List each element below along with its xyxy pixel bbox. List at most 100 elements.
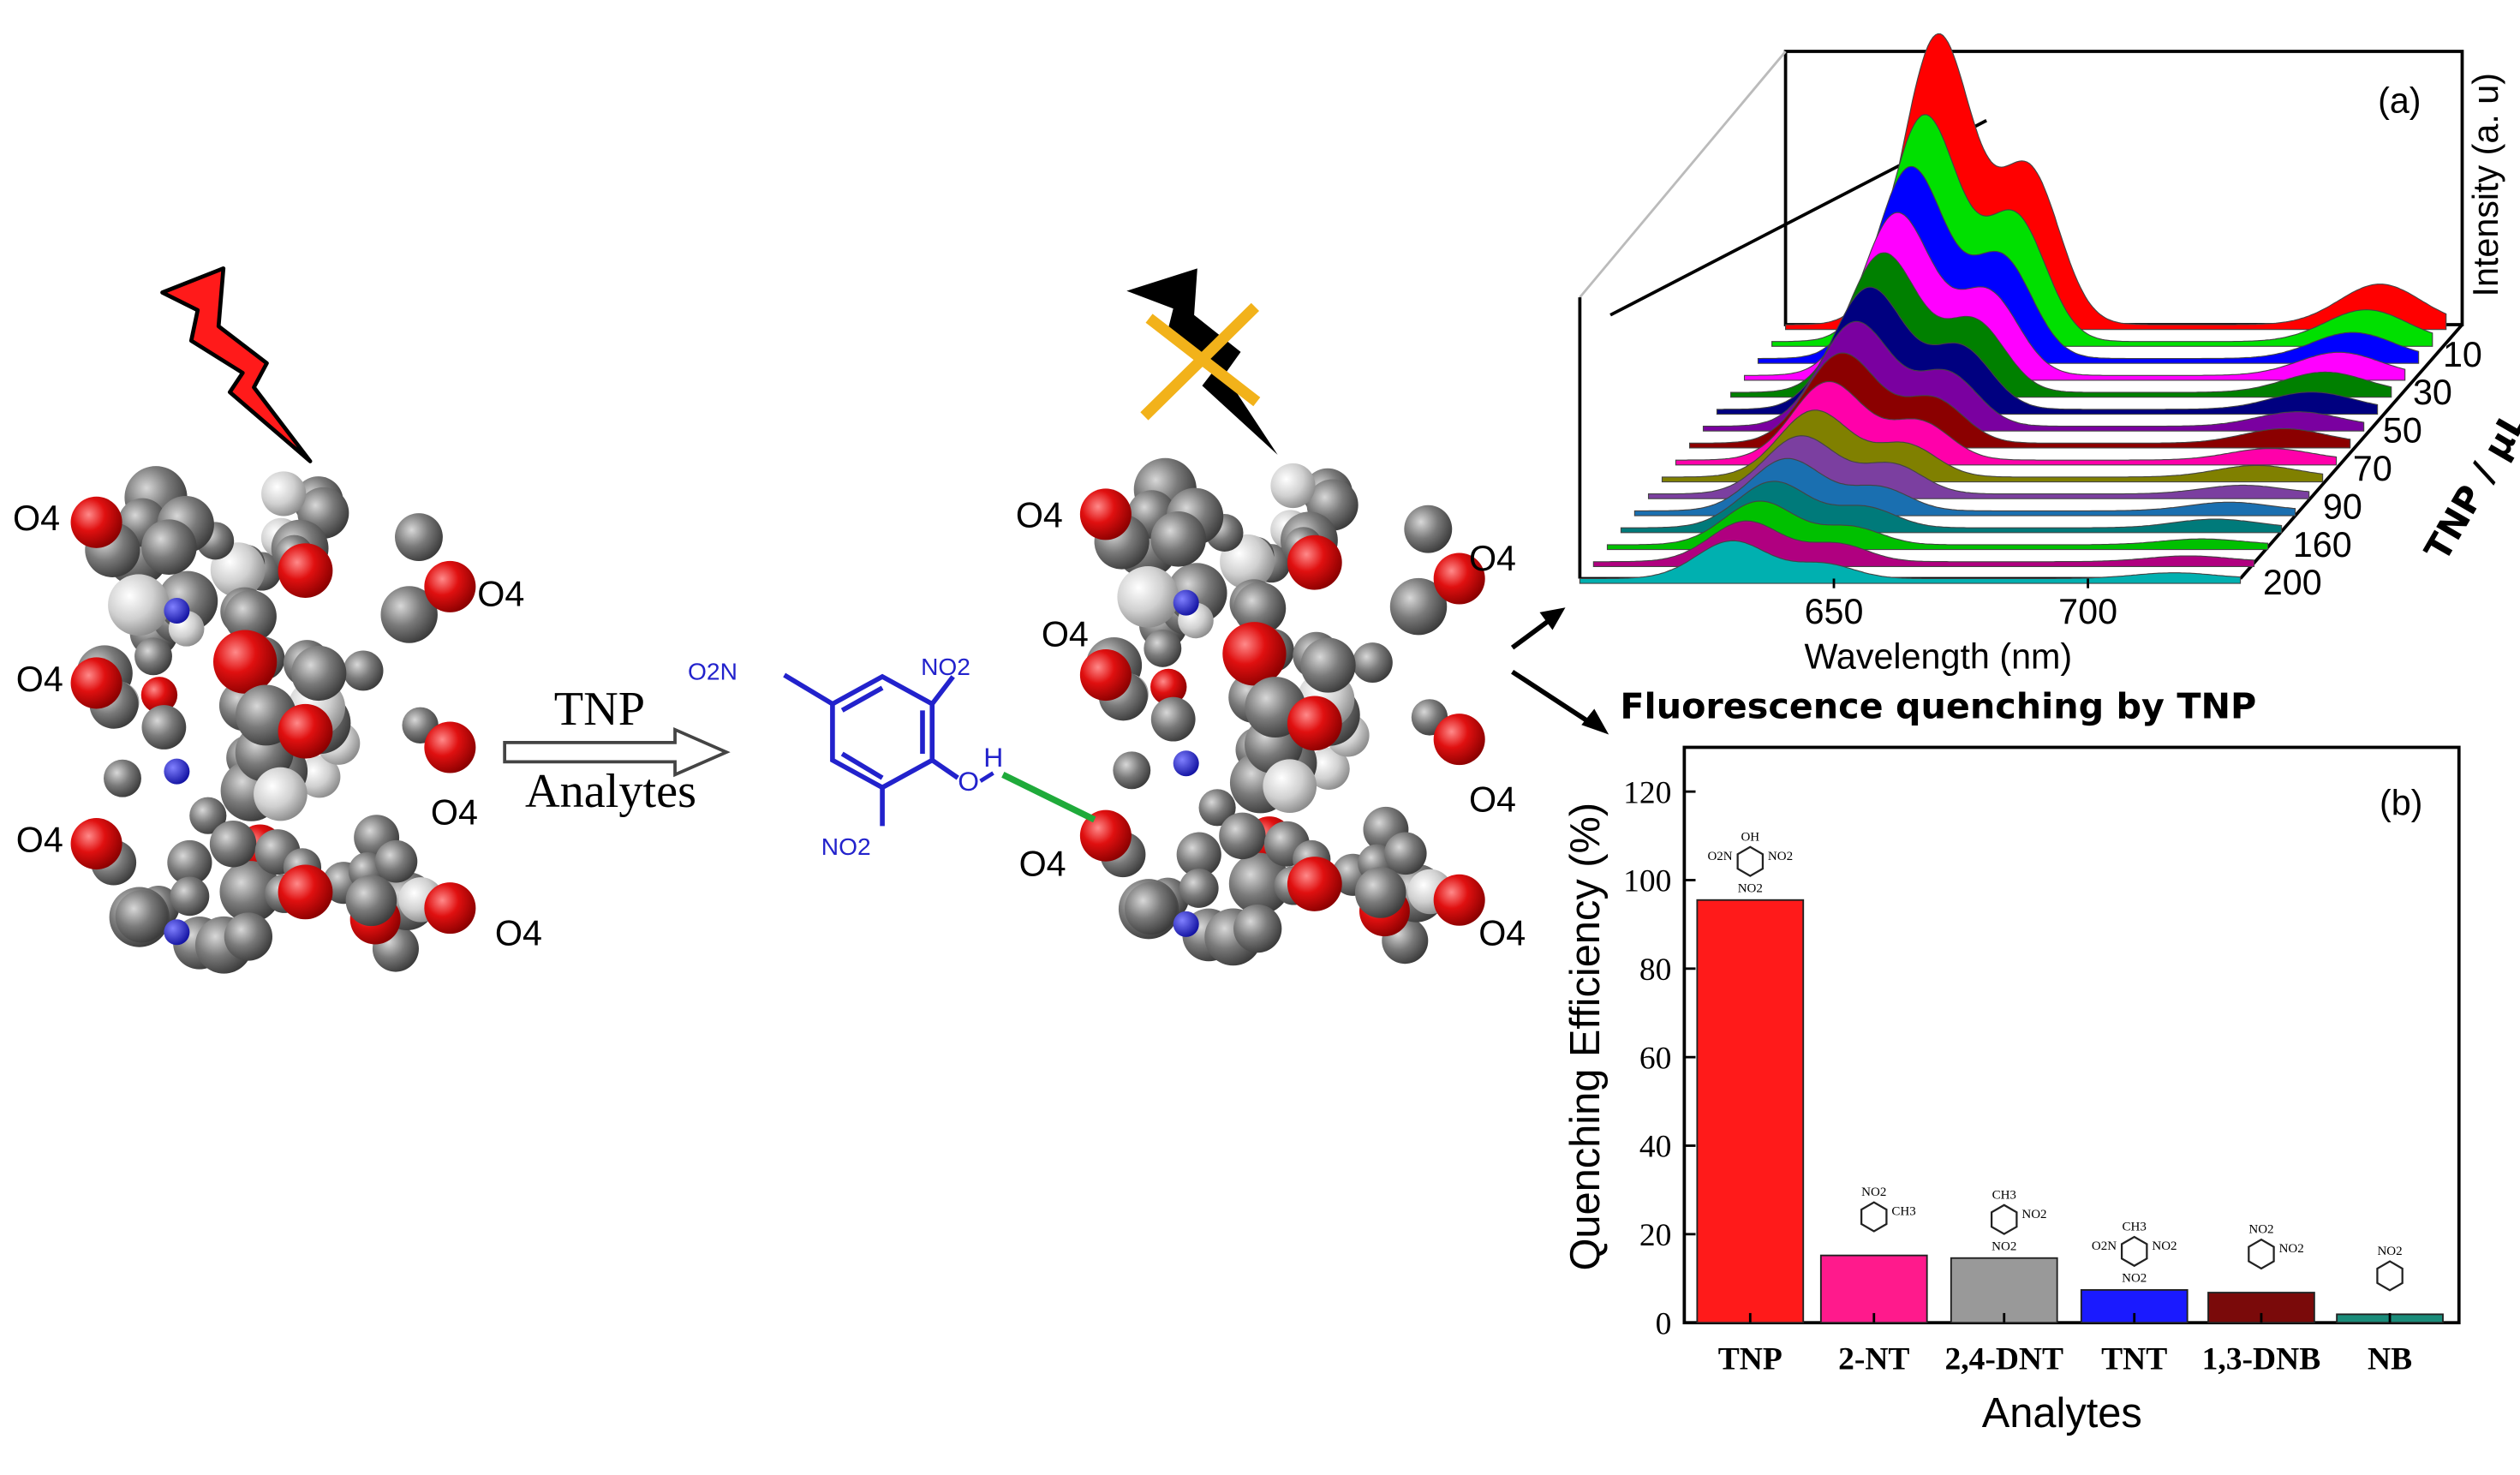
y-axis-label: Intensity (a. u) [2466,73,2505,296]
atom [1179,869,1219,908]
x-axis-label: Analytes [1982,1390,2142,1436]
o4-label: O4 [1016,495,1063,534]
x-tick-label: TNT [2101,1342,2167,1377]
atom [224,589,277,643]
mof-stack-free [70,466,476,974]
atom [1144,629,1182,667]
x-tick-label: 700 [2058,592,2117,631]
atom [1150,696,1196,742]
x-axis-ticks: 650 700 [1805,578,2117,631]
x-tick-label: 650 [1805,592,1864,631]
lightning-bolt-off-icon [1126,268,1278,455]
structure-label: NO2 [2377,1245,2402,1258]
z-tick-label: 200 [2263,563,2322,602]
o4-label: O4 [1478,913,1526,952]
atom [1198,789,1236,827]
y-axis-label: Quenching Efficiency (%) [1562,803,1609,1271]
scheme: O4 O4 O4 O4 O4 O4 TNP Analytes O2N NO2 N… [13,266,1609,974]
structure-label: NO2 [2279,1242,2304,1256]
o4-label: O4 [16,660,63,699]
atom [298,755,341,798]
atom [291,645,347,702]
nitrogen-atom [164,758,190,785]
y-tick-label: 20 [1639,1218,1672,1253]
z-axis-label: TNP / μL [2416,403,2520,567]
nitrogen-atom [1173,911,1199,937]
atom [167,839,212,886]
oh-bond [979,771,994,783]
oxygen-atom [70,496,122,548]
mof-stack-quenched [1079,457,1485,966]
panel-b-label: (b) [2380,783,2422,822]
x-axis-label: Wavelength (nm) [1804,637,2072,677]
structure-label: CH3 [2123,1221,2147,1234]
atom [261,471,307,517]
atom [209,821,257,868]
tnp-no2-right: NO2 [921,654,970,680]
y-tick-label: 0 [1656,1306,1672,1341]
o4-label: O4 [1469,780,1516,820]
hydrogen-bond-line [1001,772,1096,823]
structure-label: NO2 [2152,1239,2177,1253]
structure-label: NO2 [2021,1208,2046,1221]
tnp-molecule [783,672,959,827]
nitrogen-atom [1173,750,1199,777]
atom [1117,566,1179,628]
y-tick-label: 80 [1639,952,1672,988]
oxygen-atom [424,560,476,612]
bar-2nt [1819,1254,1928,1324]
waterfall-series [1579,33,2447,584]
o4-label: O4 [1019,845,1066,884]
y-tick-label: 100 [1623,864,1671,899]
o4-label: O4 [16,820,63,859]
tnp-hydrogen: H [983,742,1003,773]
z-tick-label: 70 [2353,449,2392,488]
benzene-ring-icon [2120,1235,2148,1268]
atom [380,586,438,643]
reaction-arrow-icon [503,726,731,778]
o4-label: O4 [477,574,524,613]
oxygen-atom [1433,552,1485,605]
y-tick-label: 60 [1639,1041,1672,1076]
arrowhead-icon [1581,708,1609,735]
oxygen-atom [1079,649,1132,702]
o4-label: O4 [1469,539,1516,578]
oxygen-atom [278,864,333,920]
structure-label: NO2 [2122,1272,2147,1286]
atom [395,513,443,562]
panel-a-label: (a) [2378,81,2421,120]
tnp-no2-bottom: NO2 [821,833,871,860]
nitrogen-atom [164,919,190,946]
oxygen-atom [70,657,122,709]
oxygen-atom [1079,809,1132,862]
structure-label: CH3 [1992,1188,2016,1202]
z-tick-label: 30 [2413,373,2452,412]
panel-a-caption: Fluorescence quenching by TNP [1620,686,2256,727]
structure-label: NO2 [2248,1223,2273,1237]
bars [1696,899,2444,1324]
nitrogen-atom [1173,589,1199,616]
structure-label: CH3 [1891,1205,1915,1219]
depth-axis [2239,323,2463,580]
atom [1150,668,1187,706]
structure-label: NO2 [1738,881,1763,895]
z-tick-label: 90 [2323,487,2362,526]
atom [254,767,308,821]
arrow-label-analytes: Analytes [525,765,696,818]
depth-edge [1579,51,1787,299]
atom [1354,867,1406,918]
z-tick-label: 50 [2383,411,2422,451]
atom [141,519,197,575]
oxygen-atom [1433,874,1485,926]
z-tick-label: 160 [2293,525,2352,564]
atom [212,630,278,694]
structure-label: NO2 [1861,1185,1886,1199]
structure-label: O2N [2092,1239,2117,1253]
atom [104,759,141,797]
